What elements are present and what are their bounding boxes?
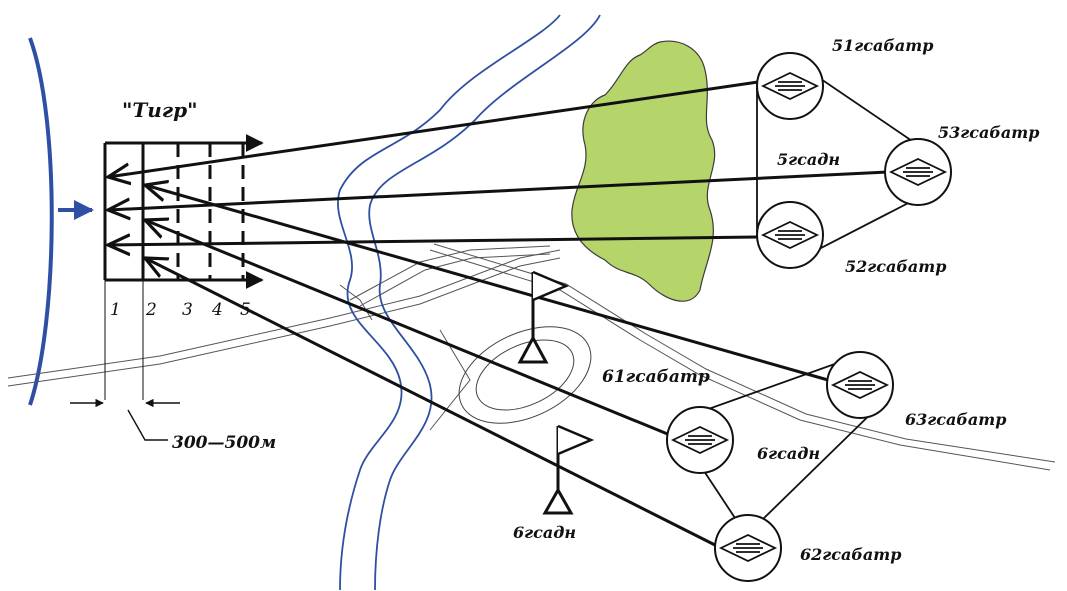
forest-area bbox=[571, 40, 716, 302]
distance-label: 300—500м bbox=[172, 433, 276, 453]
grid-number-2: 2 bbox=[145, 300, 157, 320]
grid-number-4: 4 bbox=[211, 300, 223, 320]
battery-63-label: 63гсабатр bbox=[905, 410, 1006, 429]
battalion-5-label: 5гсадн bbox=[777, 150, 840, 169]
battalion-6-label: 6гсадн bbox=[757, 444, 820, 463]
grid-number-3: 3 bbox=[182, 300, 193, 320]
battery-51-symbol bbox=[756, 52, 824, 120]
elevation-contours bbox=[458, 326, 592, 424]
battery-51-label: 51гсабатр bbox=[832, 36, 933, 55]
command-post-flag bbox=[542, 424, 595, 515]
battery-61-symbol bbox=[666, 406, 734, 474]
observation-post-flag bbox=[517, 270, 570, 364]
battery-62-symbol bbox=[714, 514, 782, 582]
distance-dimension bbox=[70, 398, 180, 441]
battery-63-symbol bbox=[826, 351, 894, 419]
river bbox=[337, 14, 601, 591]
battery-62-label: 62гсабатр bbox=[800, 545, 901, 564]
front-line bbox=[28, 37, 94, 406]
battery-52-symbol bbox=[756, 201, 824, 269]
grid-number-1: 1 bbox=[110, 300, 121, 320]
battery-53-symbol bbox=[884, 138, 952, 206]
firing-grid bbox=[103, 134, 264, 400]
battery-61-label: 61гсабатр bbox=[602, 367, 710, 387]
fire-lines bbox=[108, 80, 889, 547]
battery-53-label: 53гсабатр bbox=[938, 123, 1039, 142]
grid-title: "Тигр" bbox=[122, 98, 198, 122]
grid-number-5: 5 bbox=[240, 300, 251, 320]
battalion-6-cp-label: 6гсадн bbox=[513, 523, 576, 542]
battery-52-label: 52гсабатр bbox=[845, 257, 946, 276]
